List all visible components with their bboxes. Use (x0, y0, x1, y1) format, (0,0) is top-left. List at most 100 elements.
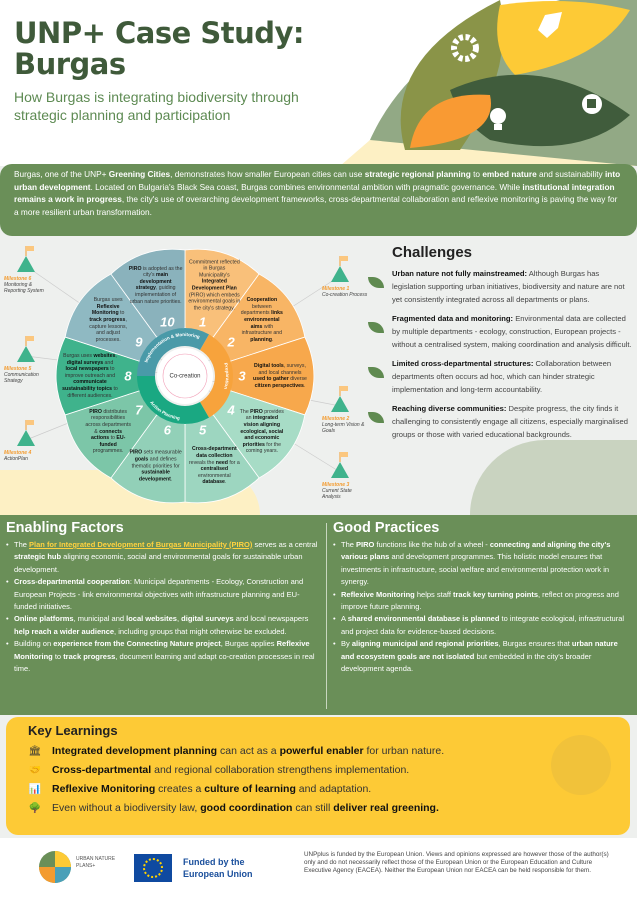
enabling-factor-item: The Plan for Integrated Development of B… (6, 539, 320, 576)
petal-number: 4 (227, 402, 235, 417)
learning-icon: 🏛 (28, 746, 42, 757)
petal-text: Cooperation between departments links en… (240, 297, 283, 343)
milestone-name: Monitoring & Reporting System (4, 282, 44, 294)
mountain-icon (17, 430, 35, 446)
title-line: Burgas (14, 47, 126, 81)
petal-number: 3 (238, 368, 246, 384)
leaf-icon (368, 412, 384, 423)
page-title: UNP+ Case Study:Burgas (14, 16, 305, 81)
gear-icon (451, 34, 479, 62)
key-learnings: Key Learnings 🏛 Integrated development pl… (6, 717, 630, 835)
enabling-factor-item: Online platforms, municipal and local we… (6, 613, 320, 638)
flag-icon (26, 336, 34, 341)
flag-icon (340, 256, 348, 261)
challenge-body: Despite progress, the city finds it chal… (392, 404, 628, 439)
bg-blob (470, 440, 637, 515)
petal-number: 7 (135, 402, 143, 417)
eu-funded-label: Funded by the European Union (183, 857, 253, 879)
mountain-icon (331, 266, 349, 282)
petal-text: Burgas uses Reflexive Monitoring to trac… (89, 297, 128, 343)
enabling-factor-item: Building on experience from the Connecti… (6, 638, 320, 675)
leaf-icon (368, 277, 384, 288)
challenge-heading: Reaching diverse communities: (392, 404, 507, 413)
wheel-ring-label: Preparation (223, 362, 230, 390)
challenge-item: Limited cross-departmental structures: C… (368, 357, 633, 396)
page-subtitle: How Burgas is integrating biodiversity t… (14, 89, 299, 123)
flag-icon (340, 386, 348, 391)
challenge-heading: Fragmented data and monitoring: (392, 314, 514, 323)
divider (326, 523, 327, 709)
key-learning-item: 🤝Cross-departmental and regional collabo… (28, 761, 608, 780)
enabling-factors-title: Enabling Factors (6, 520, 124, 536)
leaf-icon (368, 322, 384, 333)
petal-text: Digital tools, surveys, and local channe… (253, 362, 307, 389)
mountain-icon (17, 346, 35, 362)
mountain-icon (331, 396, 349, 412)
milestone-name: Co-creation Process (322, 292, 368, 298)
good-practice-item: The PIRO functions like the hub of a whe… (333, 539, 633, 589)
lightbulb-icon (490, 108, 506, 124)
milestone-title: Milestone 2 (322, 416, 350, 422)
good-practice-item: By aligning municipal and regional prior… (333, 638, 633, 675)
wheel-center (157, 348, 213, 404)
milestone-name: Current State Analysis (322, 488, 352, 500)
wheel-ring-segment (137, 328, 209, 376)
learning-text: Integrated development planning can act … (52, 745, 445, 757)
petal-text: PIRO distributes responsibilities across… (85, 408, 131, 455)
wheel-ring-segment (137, 376, 209, 424)
rocket-icon (538, 12, 562, 38)
lightbulb-icon (551, 735, 611, 795)
petal-number: 1 (198, 314, 207, 330)
key-learning-item: 🌳Even without a biodiversity law, good c… (28, 799, 608, 818)
learning-icon: 🤝 (28, 765, 42, 776)
challenge-body: Collaboration between departments often … (392, 359, 612, 394)
good-practices: Good Practices The PIRO functions like t… (333, 520, 633, 675)
milestone-name: Communication Strategy (4, 372, 39, 384)
header-leaves-decoration (340, 0, 637, 166)
petal-number: 2 (227, 334, 235, 350)
learning-icon: 📊 (28, 784, 42, 795)
learning-text: Reflexive Monitoring creates a culture o… (52, 783, 372, 795)
header: UNP+ Case Study:Burgas How Burgas is int… (0, 0, 637, 166)
challenges-section: Challenges Urban nature not fully mainst… (368, 244, 633, 447)
challenge-item: Fragmented data and monitoring: Environm… (368, 312, 633, 351)
challenge-item: Urban nature not fully mainstreamed: Alt… (368, 267, 633, 306)
title-line: UNP+ Case Study: (14, 16, 305, 50)
eu-flag-icon (134, 854, 172, 882)
key-learnings-title: Key Learnings (28, 723, 118, 738)
good-practice-item: Reflexive Monitoring helps staff track k… (333, 589, 633, 614)
petal-text: The PIRO provides an integrated vision a… (239, 408, 284, 455)
unp-logo-text: URBAN NATURE PLANS+ (76, 856, 116, 869)
milestone-title: Milestone 3 (322, 482, 350, 488)
wheel-petal-10 (110, 248, 186, 338)
milestone-title: Milestone 6 (4, 276, 32, 282)
milestone-title: Milestone 4 (4, 450, 32, 456)
eu-disclaimer: UNPplus is funded by the European Union.… (304, 851, 609, 874)
intro-box: Burgas, one of the UNP+ Greening Cities,… (0, 164, 637, 236)
petal-text: PIRO sets measurable goals and defines t… (129, 449, 182, 483)
milestone-name: ActionPlan (4, 456, 28, 462)
flag-icon (26, 246, 34, 251)
petal-number: 10 (160, 314, 175, 330)
mountain-icon (17, 256, 35, 272)
mountain-icon (331, 462, 349, 478)
footer: URBAN NATURE PLANS+ Funded by the Europe… (0, 838, 637, 897)
milestone-title: Milestone 5 (4, 366, 32, 372)
factors-practices-panel: Enabling Factors The Plan for Integrated… (0, 515, 637, 715)
challenge-heading: Limited cross-departmental structures: (392, 359, 534, 368)
petal-text: Commitment reflected in Burgas Municipal… (188, 259, 241, 312)
enabling-factor-item: Cross-departmental cooperation: Municipa… (6, 576, 320, 613)
petal-number: 9 (135, 334, 143, 350)
flag-icon (26, 420, 34, 425)
key-learning-item: 🏛 Integrated development planning can act… (28, 742, 608, 761)
challenge-body: Although Burgas has legislation supporti… (392, 269, 625, 304)
good-practice-item: A shared environmental database is plann… (333, 613, 633, 638)
challenge-heading: Urban nature not fully mainstreamed: (392, 269, 528, 278)
